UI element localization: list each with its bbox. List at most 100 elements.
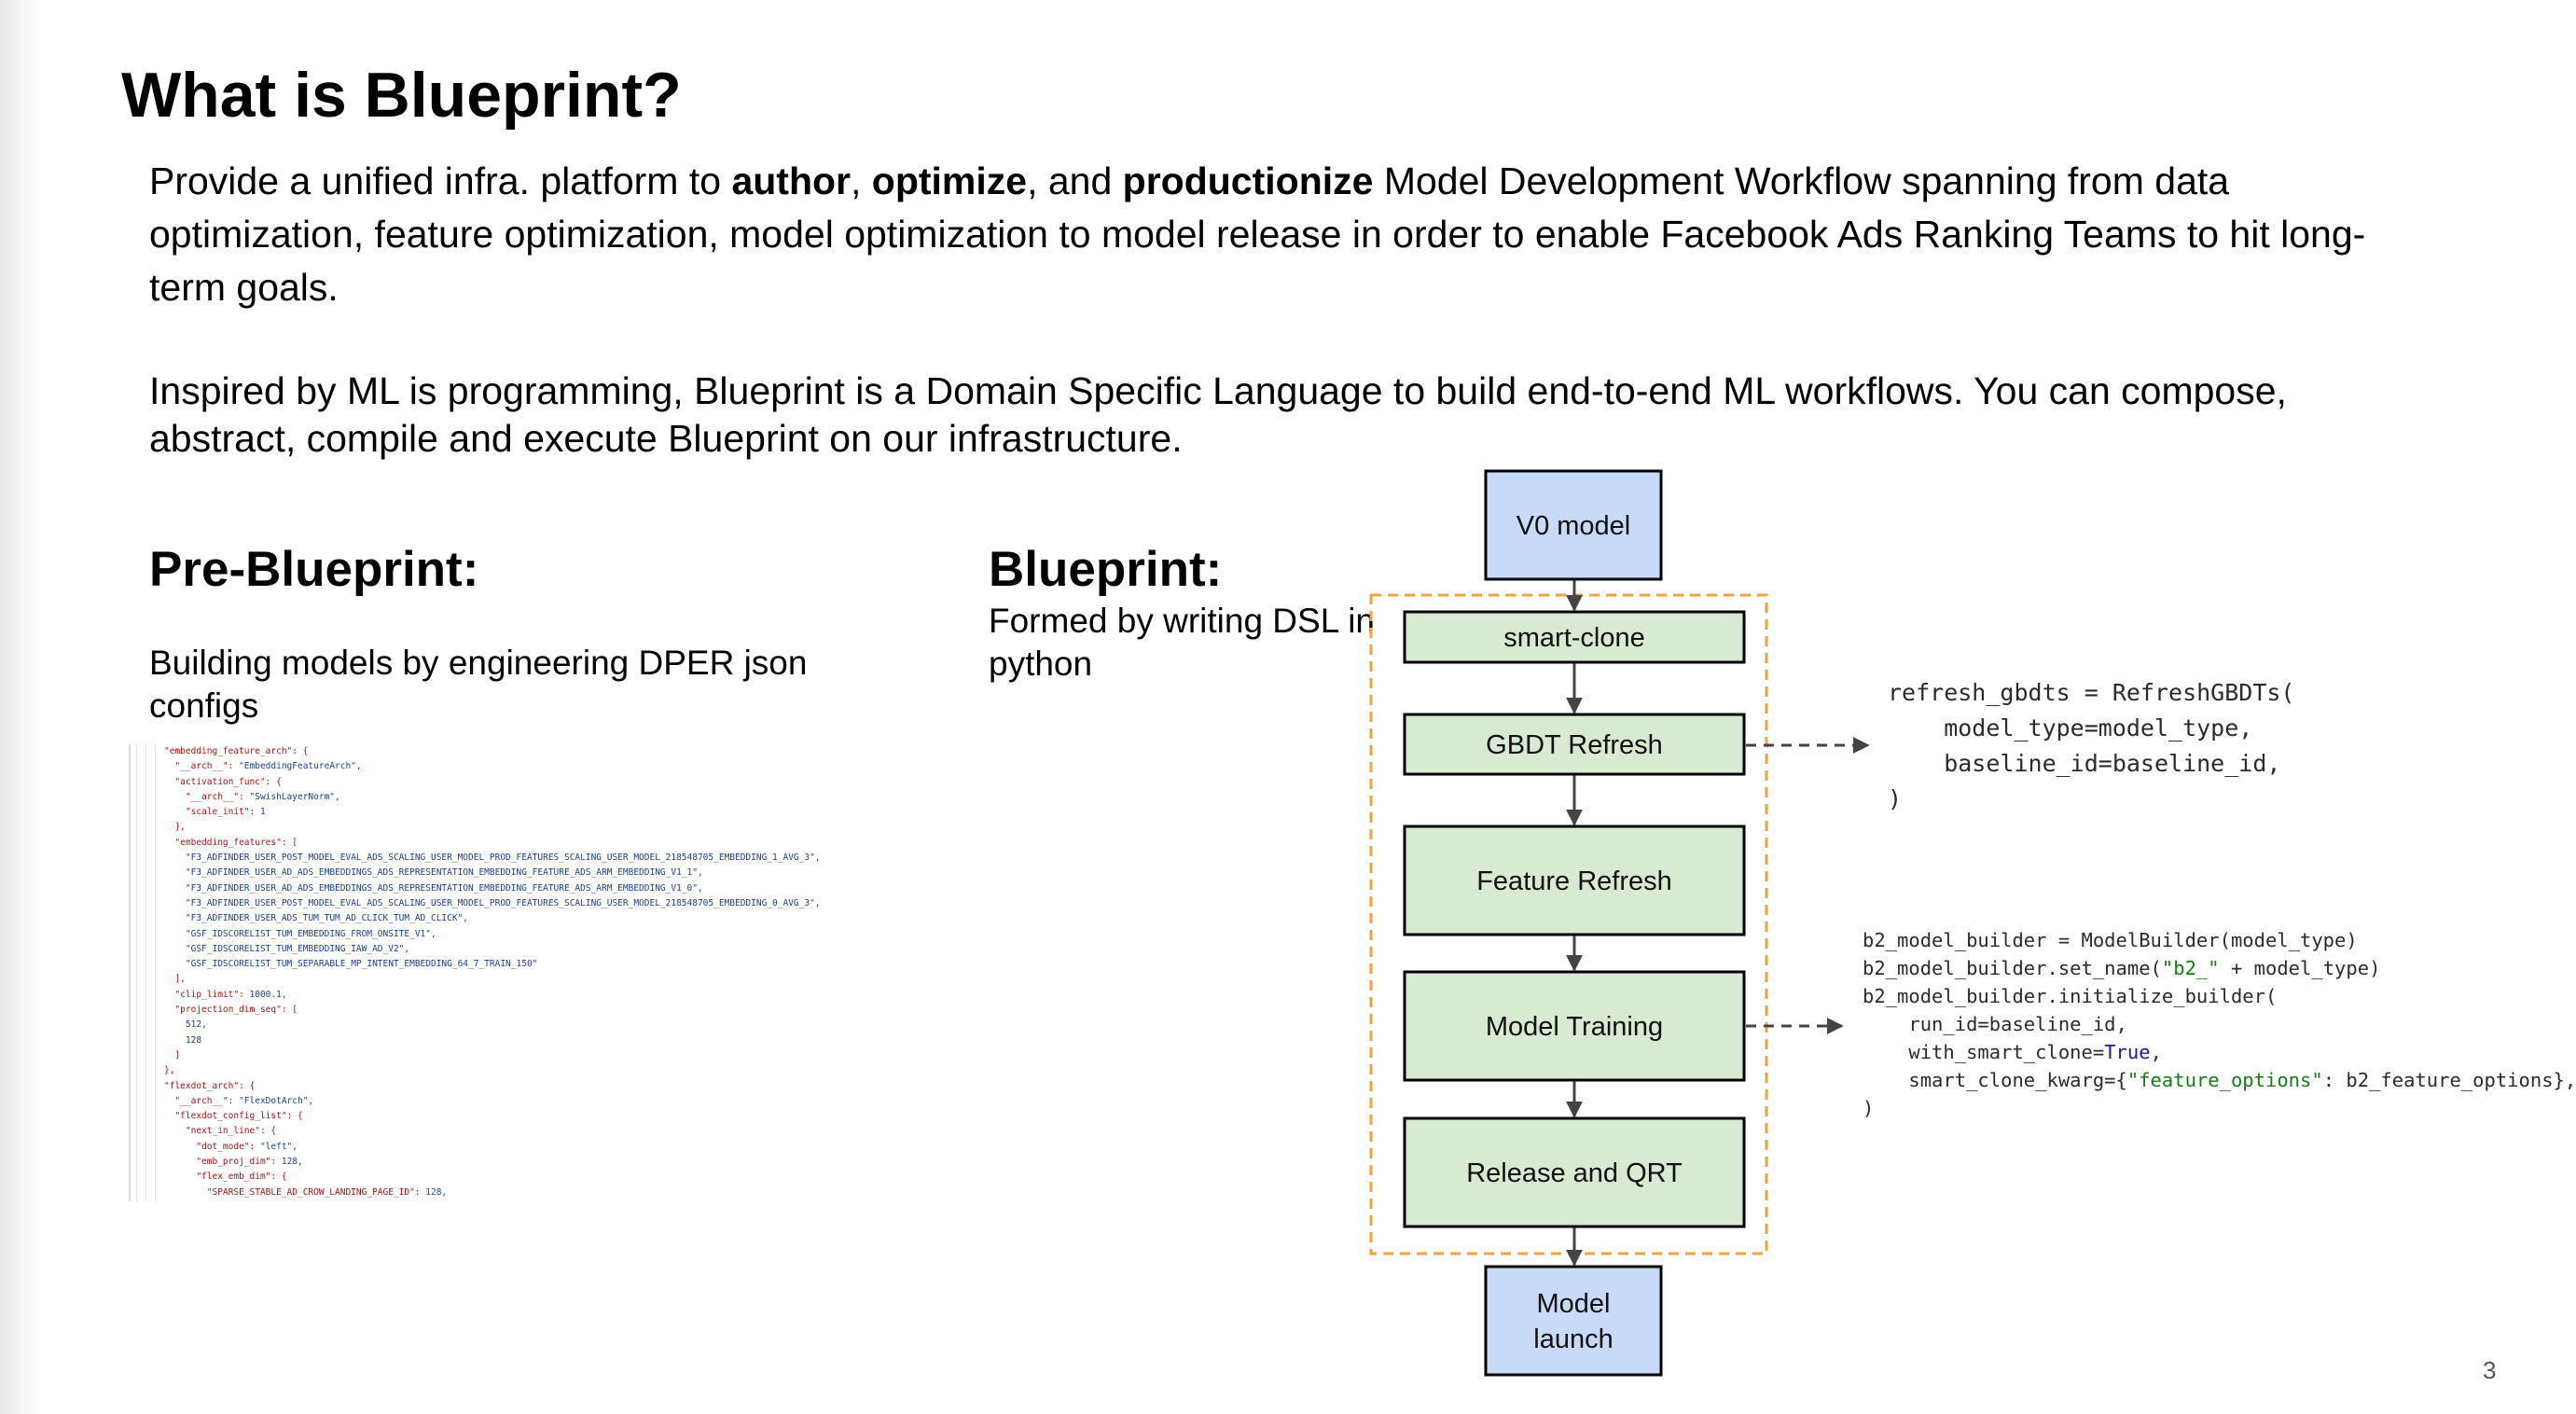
dper-json-config-screenshot: "embedding_feature_arch": { "__arch__": … — [129, 744, 951, 1201]
json-config-line: "embedding_features": [ — [131, 836, 951, 851]
json-key: "next_in_line": { — [164, 1126, 277, 1137]
intro-bold-optimize: optimize — [871, 159, 1028, 202]
json-config-line: "F3_ADFINDER_USER_POST_MODEL_EVAL_ADS_SC… — [131, 896, 951, 911]
intro-bold-productionize: productionize — [1122, 159, 1374, 202]
page-number: 3 — [2483, 1356, 2497, 1384]
code-token: b2_model_builder.set_name( — [1863, 957, 2162, 979]
flow-node-box — [1403, 610, 1746, 664]
json-config-line: 512, — [131, 1018, 951, 1033]
json-config-line: "embedding_feature_arch": { — [131, 744, 951, 759]
json-key — [164, 853, 186, 863]
json-key: "SPARSE_STABLE_AD_CROW_LANDING_PAGE_ID": — [164, 1186, 426, 1198]
json-value: 1000.1, — [249, 989, 287, 1000]
json-value: "F3_ADFINDER_USER_ADS_TUM_TUM_AD_CLICK_T… — [185, 913, 469, 924]
pre-blueprint-description: Building models by engineering DPER json… — [149, 644, 808, 725]
json-key: "emb_proj_dim": — [164, 1157, 282, 1168]
json-config-line: ], — [131, 972, 951, 987]
flow-node-feature: Feature Refresh — [1403, 825, 1746, 936]
refresh-gbdts-code: refresh_gbdts = RefreshGBDTs( model_type… — [1888, 675, 2295, 817]
json-config-line: "flexdot_config_list": { — [131, 1109, 951, 1124]
json-value: "EmbeddingFeatureArch", — [239, 761, 362, 772]
indent-guide — [136, 744, 137, 1201]
json-value: "left", — [259, 1141, 298, 1152]
json-value: 128, — [425, 1186, 448, 1198]
json-value: 1 — [259, 807, 266, 818]
indent-guide — [145, 744, 146, 1201]
json-config-line: "__arch__": "FlexDotArch", — [131, 1094, 951, 1109]
json-key: "embedding_features": [ — [164, 837, 298, 848]
code-token: True — [2104, 1041, 2151, 1063]
json-config-line: "dot_mode": "left", — [131, 1140, 951, 1155]
code-token: with_smart_clone= — [1863, 1041, 2105, 1063]
intro-text-4: Model Development Workflow spanning from… — [149, 159, 2366, 309]
code-token: b2_model_builder.initialize_builder( — [1863, 985, 2278, 1007]
code-token: ) — [1863, 1097, 1875, 1119]
json-config-line: "F3_ADFINDER_USER_AD_ADS_EMBEDDINGS_ADS_… — [131, 866, 951, 880]
json-key: "flexdot_arch": { — [164, 1080, 256, 1091]
blueprint-heading: Blueprint: — [989, 542, 1223, 597]
json-config-line: "GSF_IDSCORELIST_TUM_EMBEDDING_IAW_AD_V2… — [131, 942, 951, 957]
intro-bold-author: author — [731, 159, 851, 202]
json-value: "F3_ADFINDER_USER_AD_ADS_EMBEDDINGS_ADS_… — [185, 867, 703, 879]
json-config-line: "F3_ADFINDER_USER_ADS_TUM_TUM_AD_CLICK_T… — [131, 911, 951, 926]
json-value: "GSF_IDSCORELIST_TUM_EMBEDDING_FROM_ONSI… — [185, 928, 436, 939]
json-key: ], — [164, 974, 186, 985]
flow-node-label: smart-clone — [1503, 623, 1645, 653]
json-key — [164, 898, 186, 908]
code-line: ) — [1888, 782, 2295, 817]
flow-node-label: GBDT Refresh — [1486, 730, 1663, 760]
json-config-line: "SPARSE_STABLE_AD_CROW_LANDING_PAGE_ID":… — [131, 1185, 951, 1200]
code-token: b2_model_builder = ModelBuilder(model_ty… — [1863, 929, 2358, 951]
code-line: ) — [1863, 1094, 2576, 1122]
flow-node-launch: Model launch — [1484, 1265, 1663, 1377]
code-token: smart_clone_kwarg={ — [1863, 1069, 2127, 1091]
json-value: "F3_ADFINDER_USER_POST_MODEL_EVAL_ADS_SC… — [185, 897, 821, 908]
json-key: }, — [164, 822, 186, 833]
flow-node-box — [1403, 970, 1746, 1082]
flow-node-v0: V0 model — [1484, 469, 1663, 581]
json-value: "GSF_IDSCORELIST_TUM_EMBEDDING_IAW_AD_V2… — [185, 943, 410, 954]
flow-node-smart-clone: smart-clone — [1403, 610, 1746, 664]
code-token: , — [2150, 1041, 2162, 1063]
flow-node-label: Feature Refresh — [1476, 866, 1672, 896]
json-config-line: "GSF_IDSCORELIST_TUM_SEPARABLE_MP_INTENT… — [131, 957, 951, 972]
flow-node-label: Release and QRT — [1466, 1158, 1683, 1188]
flow-node-training: Model Training — [1403, 970, 1746, 1082]
flow-node-label: Model — [1537, 1289, 1611, 1319]
flow-node-box — [1403, 713, 1746, 776]
json-key: "dot_mode": — [164, 1141, 260, 1152]
intro-text-3: , and — [1027, 159, 1123, 202]
flow-node-label: Model Training — [1486, 1012, 1663, 1042]
json-key: "scale_init": — [164, 807, 260, 818]
json-config-line: "projection_dim_seq": [ — [131, 1003, 951, 1018]
code-line: smart_clone_kwarg={"feature_options": b2… — [1863, 1066, 2576, 1094]
json-key — [164, 959, 186, 969]
json-key: }, — [164, 1065, 175, 1076]
code-line: run_id=baseline_id, — [1863, 1010, 2576, 1038]
code-line: refresh_gbdts = RefreshGBDTs( — [1888, 675, 2295, 711]
json-value: 512, — [185, 1019, 207, 1031]
json-key — [164, 883, 186, 894]
code-token: model_type=model_type, — [1888, 714, 2253, 742]
json-value: "SwishLayerNorm", — [249, 791, 340, 802]
flow-node-box — [1484, 1265, 1663, 1377]
code-line: b2_model_builder.set_name("b2_" + model_… — [1863, 954, 2576, 982]
json-config-line: "flexdot_arch": { — [131, 1079, 951, 1094]
json-config-line: "clip_limit": 1000.1, — [131, 988, 951, 1003]
json-key: "flexdot_config_list": { — [164, 1111, 303, 1122]
intro-text-2: , — [850, 159, 872, 202]
code-token: refresh_gbdts = RefreshGBDTs( — [1888, 679, 2295, 706]
json-value: "GSF_IDSCORELIST_TUM_SEPARABLE_MP_INTENT… — [185, 959, 538, 970]
blueprint-description: Formed by writing DSL in python — [989, 602, 1375, 683]
flow-node-release: Release and QRT — [1403, 1116, 1746, 1228]
code-line: model_type=model_type, — [1888, 711, 2295, 746]
json-value: 128 — [185, 1034, 202, 1046]
model-builder-code: b2_model_builder = ModelBuilder(model_ty… — [1863, 926, 2576, 1122]
slide-left-edge-shadow — [0, 0, 41, 1414]
code-token: "b2_" — [2161, 957, 2220, 979]
flow-node-label: launch — [1533, 1324, 1613, 1354]
json-config-line: "__arch__": "SwishLayerNorm", — [131, 790, 951, 805]
json-key: "__arch__": — [164, 1095, 240, 1106]
json-value: 128, — [281, 1157, 303, 1168]
intro-paragraph: Provide a unified infra. platform to aut… — [149, 155, 2369, 314]
